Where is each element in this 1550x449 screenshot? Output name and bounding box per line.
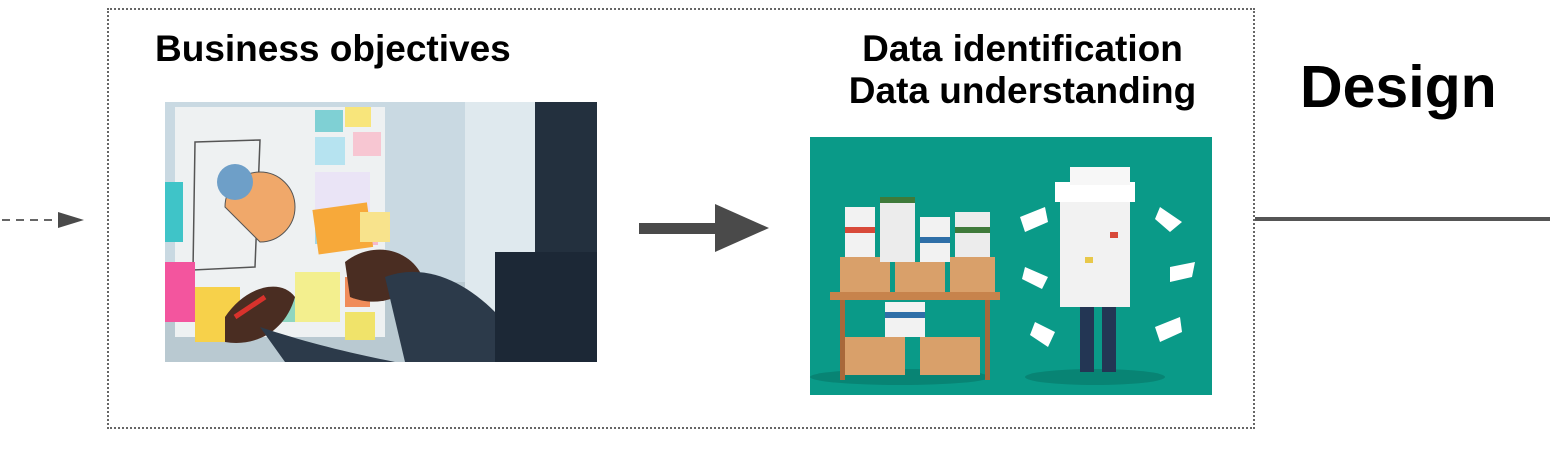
incoming-dashed-arrow [2,212,84,228]
data-identification-image [810,137,1212,395]
grouping-frame [107,8,1255,429]
stage-1-to-2-arrow [639,204,769,252]
data-identification-title: Data identification Data understanding [815,28,1230,112]
data-understanding-label: Data understanding [848,69,1197,111]
data-identification-label: Data identification [862,28,1183,69]
design-title: Design [1300,54,1497,120]
business-objectives-title: Business objectives [155,28,511,69]
business-objectives-image [165,102,597,362]
outgoing-line [1255,217,1550,221]
